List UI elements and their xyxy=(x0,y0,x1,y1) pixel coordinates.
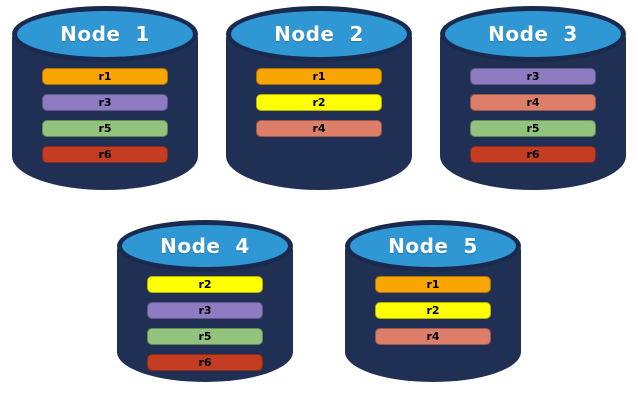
cylinder-top: Node 3 xyxy=(440,6,626,62)
database-node-4: Node 4 r2 r3 r5 r6 xyxy=(117,220,293,382)
replica-list: r1 r2 r4 xyxy=(345,276,521,345)
replica-list: r3 r4 r5 r6 xyxy=(440,68,626,163)
node-title: Node 4 xyxy=(160,234,250,258)
replica-bar: r5 xyxy=(42,120,168,137)
node-title: Node 5 xyxy=(388,234,478,258)
node-row-bottom: Node 4 r2 r3 r5 r6 Node 5 r1 r2 r4 xyxy=(0,220,638,382)
replica-bar: r3 xyxy=(42,94,168,111)
node-title: Node 3 xyxy=(488,22,578,46)
database-node-5: Node 5 r1 r2 r4 xyxy=(345,220,521,382)
replica-bar: r4 xyxy=(375,328,491,345)
cylinder-top: Node 4 xyxy=(117,220,293,272)
replica-bar: r2 xyxy=(375,302,491,319)
cylinder-top: Node 1 xyxy=(12,6,198,62)
replica-list: r1 r2 r4 xyxy=(226,68,412,137)
node-row-top: Node 1 r1 r3 r5 r6 Node 2 r1 r2 r4 xyxy=(0,0,638,190)
database-node-1: Node 1 r1 r3 r5 r6 xyxy=(12,6,198,190)
replica-bar: r5 xyxy=(470,120,596,137)
replica-bar: r1 xyxy=(42,68,168,85)
replica-bar: r6 xyxy=(147,354,263,371)
replica-bar: r3 xyxy=(470,68,596,85)
database-node-2: Node 2 r1 r2 r4 xyxy=(226,6,412,190)
node-title: Node 2 xyxy=(274,22,364,46)
replica-bar: r4 xyxy=(256,120,382,137)
replica-bar: r2 xyxy=(147,276,263,293)
replica-list: r1 r3 r5 r6 xyxy=(12,68,198,163)
replica-bar: r1 xyxy=(375,276,491,293)
cylinder-top: Node 2 xyxy=(226,6,412,62)
replica-bar: r3 xyxy=(147,302,263,319)
replica-bar: r2 xyxy=(256,94,382,111)
replica-bar: r1 xyxy=(256,68,382,85)
replica-bar: r6 xyxy=(42,146,168,163)
replica-bar: r6 xyxy=(470,146,596,163)
replica-bar: r4 xyxy=(470,94,596,111)
replica-bar: r5 xyxy=(147,328,263,345)
cylinder-top: Node 5 xyxy=(345,220,521,272)
node-title: Node 1 xyxy=(60,22,150,46)
replica-list: r2 r3 r5 r6 xyxy=(117,276,293,371)
database-node-3: Node 3 r3 r4 r5 r6 xyxy=(440,6,626,190)
